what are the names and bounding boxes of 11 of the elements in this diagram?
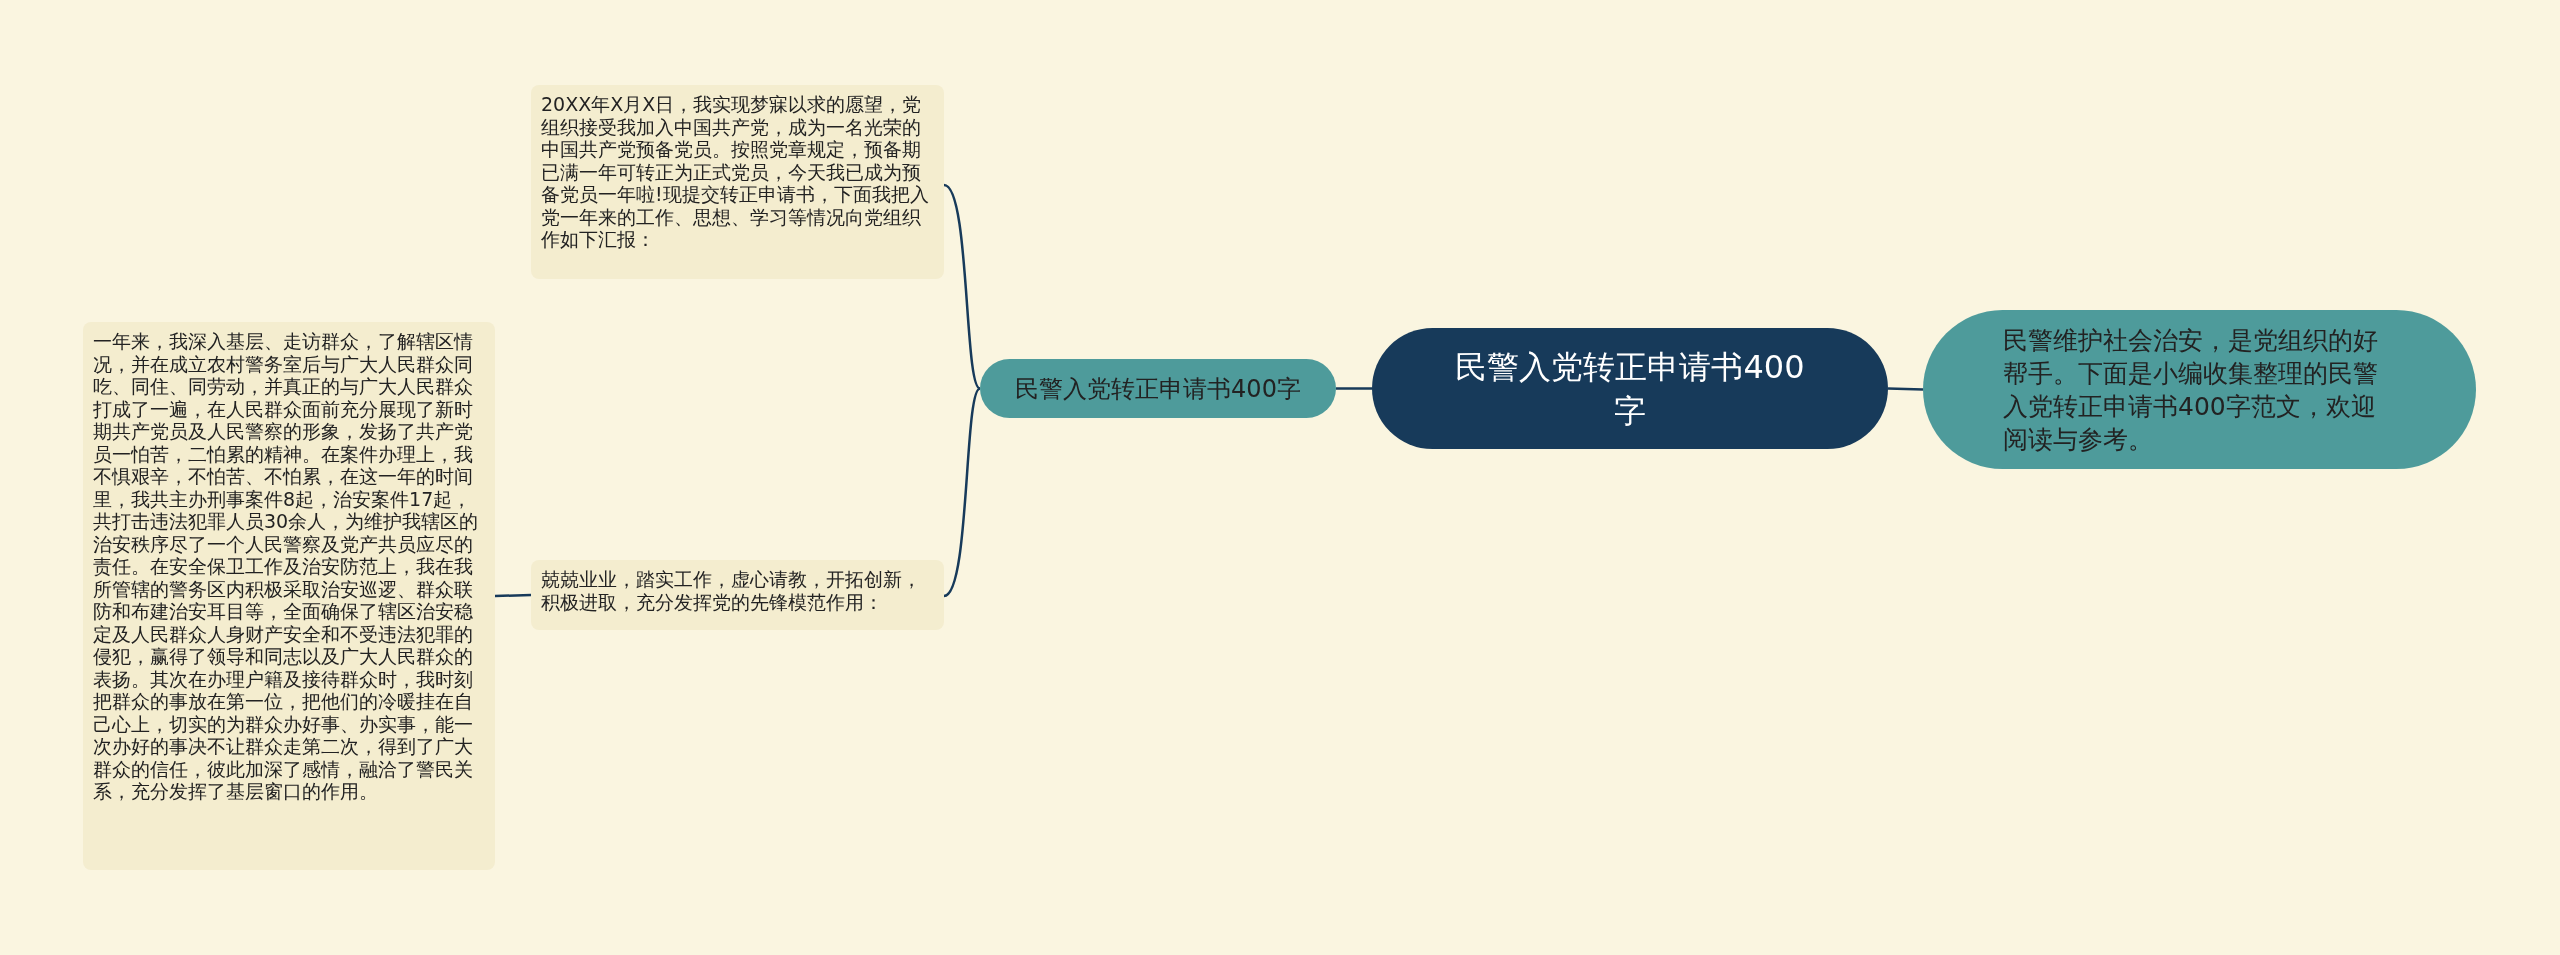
connector-line: [494, 593, 532, 598]
subtopic-box: 民警入党转正申请书400字: [980, 359, 1336, 418]
topic-box: 民警维护社会治安，是党组织的好帮手。下面是小编收集整理的民警入党转正申请书400字范文，欢迎阅读与参考。: [1923, 310, 2476, 469]
root-topic-box: 民警入党转正申请书400字: [1372, 328, 1888, 449]
connector-line: [943, 387, 981, 598]
connector-line: [943, 183, 981, 390]
connector-line: [1336, 387, 1372, 390]
text-card: 兢兢业业，踏实工作，虚心请教，开拓创新，积极进取，充分发挥党的先锋模范作用：: [531, 560, 944, 630]
connector-line: [1887, 387, 1924, 391]
text-card: 20XX年X月X日，我实现梦寐以求的愿望，党组织接受我加入中国共产党，成为一名光荣的中国共产党预备党员。按照党章规定，预备期已满一年可转正为正式党员，今天我已成为预备党员一年啦!现提交转正申请书，下面我把入党一年来的工作、思想、学习等情况向党组织作如下汇报：: [531, 85, 944, 279]
text-card: 一年来，我深入基层、走访群众，了解辖区情况，并在成立农村警务室后与广大人民群众同吃、同住、同劳动，并真正的与广大人民群众打成了一遍，在人民群众面前充分展现了新时期共产党员及人民警察的形象，发扬了共产党员一怕苦，二怕累的精神。在案件办理上，我不惧艰辛，不怕苦、不怕累，在这一年的时间里，我共主办刑事案件8起，治安案件17起，共打击违法犯罪人员30余人，为维护我辖区的治安秩序尽了一个人民警察及党产共员应尽的责任。在安全保卫工作及治安防范上，我在我所管辖的警务区内积极采取治安巡逻、群众联防和布建治安耳目等，全面确保了辖区治安稳定及人民群众人身财产安全和不受违法犯罪的侵犯，赢得了领导和同志以及广大人民群众的表扬。其次在办理户籍及接待群众时，我时刻把群众的事放在第一位，把他们的冷暖挂在自己心上，切实的为群众办好事、办实事，能一次办好的事决不让群众走第二次，得到了广大群众的信任，彼此加深了感情，融洽了警民关系，充分发挥了基层窗口的作用。: [83, 322, 495, 870]
